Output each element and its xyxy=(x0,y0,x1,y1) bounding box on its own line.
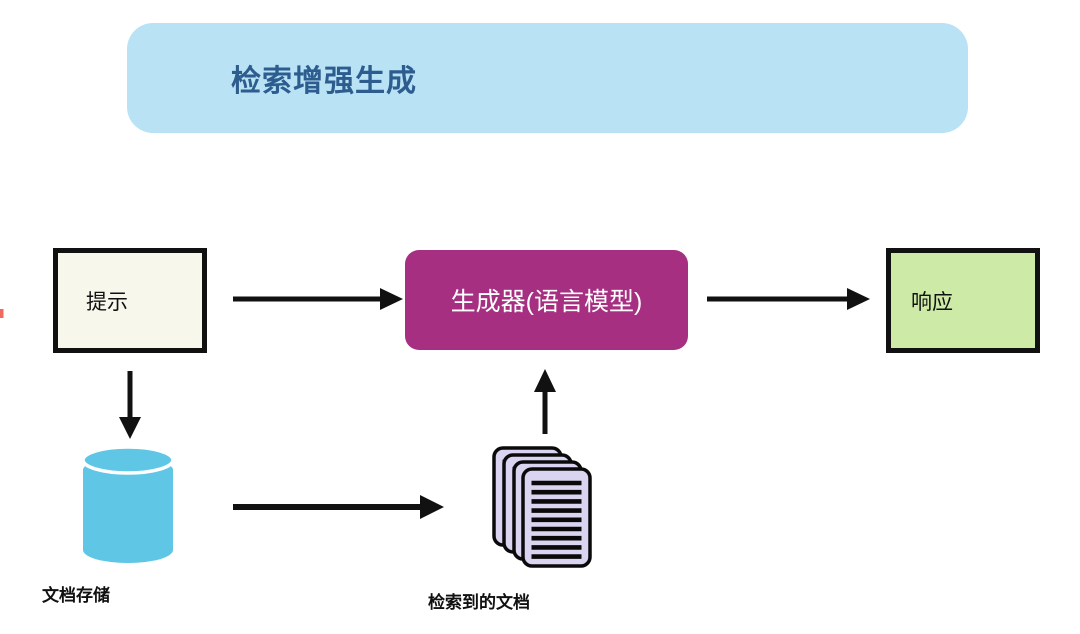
title-banner: 检索增强生成 xyxy=(127,23,968,133)
documents-icon xyxy=(492,446,592,568)
prompt-node: 提示 xyxy=(53,248,207,353)
red-arrow-fragment xyxy=(0,309,4,318)
arrow-prompt-to-generator xyxy=(233,288,403,310)
response-label: 响应 xyxy=(911,290,953,314)
prompt-label: 提示 xyxy=(86,290,128,314)
arrow-store-to-docs xyxy=(233,495,444,519)
generator-node: 生成器(语言模型) xyxy=(405,250,688,350)
arrow-docs-to-generator xyxy=(534,369,556,434)
response-node: 响应 xyxy=(886,248,1040,353)
document-store-label: 文档存储 xyxy=(42,586,110,605)
arrow-prompt-to-store xyxy=(119,371,141,439)
retrieved-documents-label: 检索到的文档 xyxy=(428,593,530,612)
diagram-title: 检索增强生成 xyxy=(231,65,417,98)
database-icon xyxy=(81,445,175,563)
generator-label: 生成器(语言模型) xyxy=(450,288,643,316)
arrow-generator-to-response xyxy=(707,288,870,310)
